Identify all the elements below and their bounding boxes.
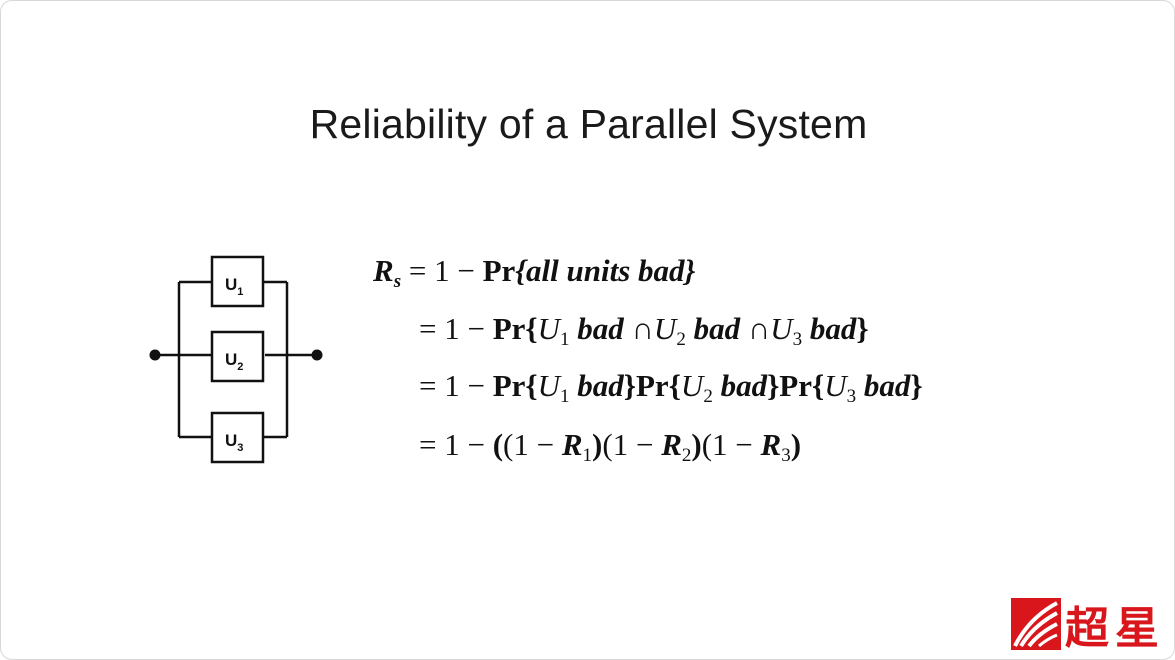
eq2-u1: U [537, 311, 561, 346]
eq3-u2: U [680, 368, 704, 403]
eq2-bad2: bad [685, 311, 748, 346]
unit-3-sub: 3 [237, 442, 243, 454]
eq3-u3-sub: 3 [846, 386, 857, 407]
unit-1-box: U1 [210, 255, 265, 308]
eq4-term3-open: (1 − [701, 427, 761, 462]
eq2-u3-sub: 3 [792, 329, 803, 350]
eq3-bad1: bad [569, 368, 624, 403]
eq3-close2: } [767, 368, 780, 403]
eq3-bad3: bad [856, 368, 911, 403]
equation-line-1: Rs = 1 − Pr{all units bad} [373, 253, 696, 291]
output-node [311, 349, 323, 361]
eq2-u2-sub: 2 [676, 329, 686, 350]
eq4-term1-open: (1 − [503, 427, 562, 462]
eq4-r3-sub: 3 [781, 445, 791, 466]
eq4-r1: R [561, 427, 583, 462]
eq3-u1: U [537, 368, 561, 403]
eq4-r3: R [760, 427, 782, 462]
chaoxing-logo: 超 星 [1011, 598, 1159, 654]
unit-3-box: U3 [210, 411, 265, 464]
eq3-bad2: bad [712, 368, 768, 403]
logo-char-2: 星 [1115, 603, 1159, 654]
eq3-u2-sub: 2 [703, 386, 713, 407]
eq3-u3: U [824, 368, 847, 403]
eq4-term2-close: ) [691, 427, 702, 462]
unit-2-sub: 2 [237, 361, 243, 373]
eq1-body: {all units bad} [515, 253, 696, 288]
slide-title: Reliability of a Parallel System [309, 101, 868, 147]
eq2-cap2: ∩ [747, 311, 771, 346]
eq1-equals: = 1 − [408, 253, 483, 288]
eq3-open2: { [668, 368, 681, 403]
eq4-open-paren: ( [492, 427, 504, 462]
eq2-u1-sub: 1 [560, 329, 570, 350]
eq2-bad3: bad [802, 311, 857, 346]
eq4-r1-sub: 1 [582, 445, 593, 466]
eq2-close: } [856, 311, 869, 346]
eq4-term2-open: (1 − [602, 427, 662, 462]
unit-1-label: U [225, 275, 237, 294]
eq1-pr: Pr [482, 253, 516, 288]
unit-2-label: U [225, 350, 237, 369]
eq4-term1-close: ) [592, 427, 603, 462]
svg-text:U2: U2 [225, 350, 243, 373]
equation-line-3: = 1 − Pr{U1 bad}Pr{U2 bad}Pr{U3 bad} [419, 368, 923, 406]
eq1-lhs: R [373, 253, 394, 288]
logo-char-1: 超 [1065, 603, 1110, 654]
eq3-pr3: Pr [779, 368, 812, 403]
eq3-close1: } [623, 368, 636, 403]
equation-line-2: = 1 − Pr{U1 bad ∩U2 bad ∩U3 bad} [419, 311, 869, 349]
eq3-open3: { [811, 368, 825, 403]
eq4-term3-close: ) [790, 427, 802, 462]
eq1-lhs-sub: s [393, 271, 402, 292]
eq2-cap1: ∩ [631, 311, 654, 346]
eq2-bad1: bad [569, 311, 632, 346]
eq3-open1: { [525, 368, 538, 403]
eq4-r2: R [661, 427, 682, 462]
input-node [149, 349, 161, 361]
eq4-equals: = 1 − [419, 427, 493, 462]
eq2-pr: Pr [492, 311, 526, 346]
eq3-pr2: Pr [636, 368, 669, 403]
eq3-u1-sub: 1 [560, 386, 570, 407]
eq3-close3: } [910, 368, 923, 403]
parallel-system-diagram: U1 U2 U3 [149, 255, 323, 464]
eq2-equals: = 1 − [419, 311, 493, 346]
equation-line-4: = 1 − ((1 − R1)(1 − R2)(1 − R3) [419, 427, 802, 465]
eq2-u3: U [770, 311, 793, 346]
eq4-r2-sub: 2 [681, 445, 692, 466]
svg-text:U3: U3 [225, 431, 243, 454]
eq3-equals: = 1 − [419, 368, 493, 403]
eq3-pr1: Pr [492, 368, 526, 403]
eq2-u2: U [653, 311, 677, 346]
unit-2-box: U2 [210, 330, 265, 383]
svg-text:U1: U1 [225, 275, 243, 298]
eq2-open: { [525, 311, 538, 346]
unit-3-label: U [225, 431, 237, 450]
unit-1-sub: 1 [237, 286, 243, 298]
